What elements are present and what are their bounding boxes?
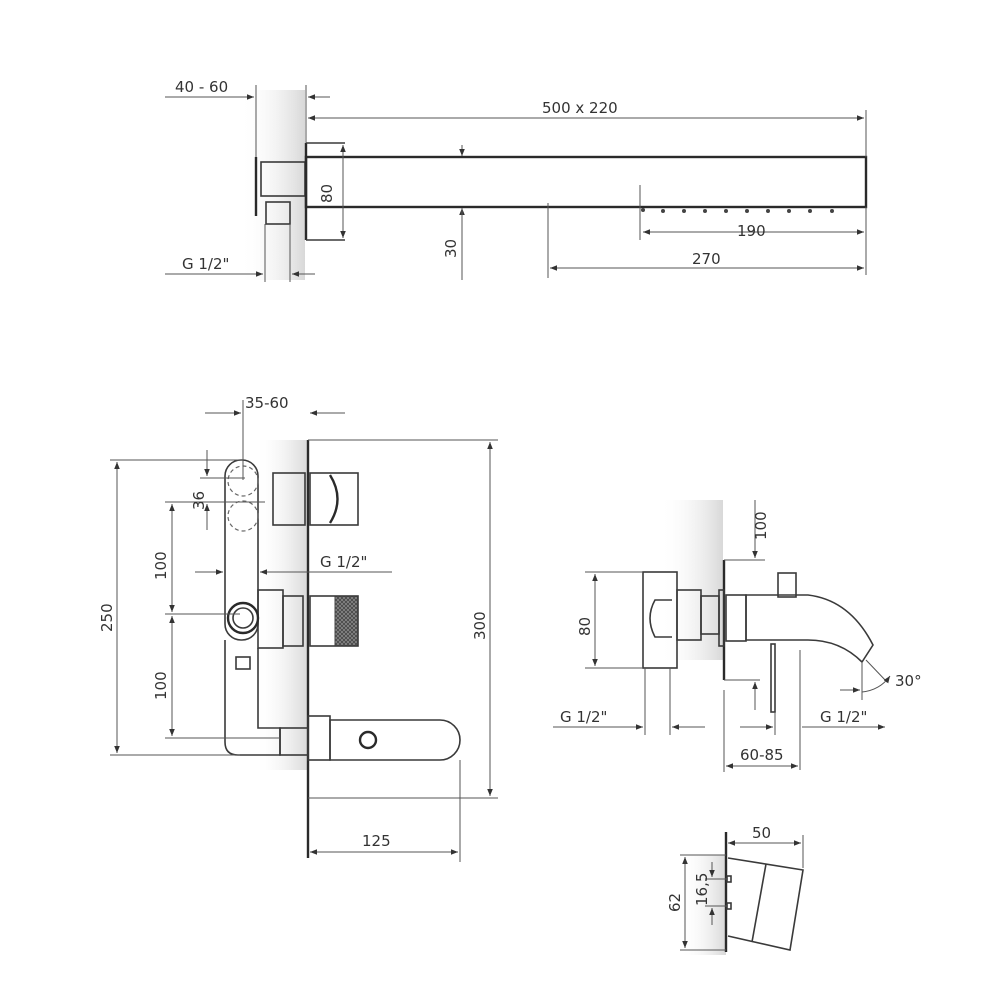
shower-arm-view: 40 - 60 500 x 220 80 30 190 270 G 1/2"	[165, 78, 868, 282]
upper-knob[interactable]	[309, 472, 359, 526]
concealed-mixer-view: 35-60 36 100 100 250 300 G 1/2" 125	[98, 394, 498, 862]
upper-cartridge	[272, 472, 306, 526]
nozzles	[641, 208, 834, 213]
dim-width: 50	[752, 824, 771, 842]
inlet-circle	[226, 601, 260, 635]
dim-total-height: 250	[98, 603, 116, 632]
dim-thread: G 1/2"	[320, 553, 367, 571]
dim-pitch: 36	[190, 491, 208, 510]
dim-spout-length: 125	[362, 832, 391, 850]
dim-arm-size: 500 x 220	[542, 99, 618, 117]
shower-arm	[304, 155, 868, 209]
diverter-knob[interactable]	[777, 572, 797, 598]
dim-upper-spacing: 100	[152, 551, 170, 580]
wall-shading	[255, 440, 308, 770]
dim-thread: G 1/2"	[182, 255, 229, 273]
dim-thread-right: G 1/2"	[820, 708, 867, 726]
dim-arm-thickness: 30	[442, 239, 460, 258]
shower-holder	[727, 857, 804, 951]
dim-inlet-offset: 270	[692, 250, 721, 268]
inlet-block	[265, 201, 291, 225]
bath-spout	[745, 594, 874, 664]
dim-height: 62	[666, 893, 684, 912]
spout-outlet	[358, 730, 378, 750]
holder-view: 50 62 16,5	[666, 824, 804, 955]
knurled-knob[interactable]	[334, 595, 359, 647]
wall-shading	[240, 90, 305, 280]
dim-depth: 35-60	[245, 394, 289, 412]
bath-spout	[329, 719, 461, 761]
dim-wall-depth: 40 - 60	[175, 78, 228, 96]
dim-flange-height: 80	[318, 184, 336, 203]
dim-lower-spacing: 100	[152, 671, 170, 700]
dim-thread-left: G 1/2"	[560, 708, 607, 726]
bath-mixer-view: 100 80 G 1/2" G 1/2" 60-85 30°	[553, 500, 922, 772]
wall-shading	[660, 500, 723, 660]
dim-hole-spacing: 16,5	[693, 873, 711, 906]
dim-body-height: 80	[576, 617, 594, 636]
dim-offset: 100	[752, 511, 770, 540]
mixer-knob[interactable]	[309, 595, 359, 647]
shower-outlet-pipe	[770, 643, 776, 713]
dim-projection: 60-85	[740, 746, 784, 764]
spout-flange	[307, 715, 331, 761]
dim-plate-height: 300	[471, 611, 489, 640]
dim-angle: 30°	[895, 672, 922, 690]
dim-nozzle-span: 190	[737, 222, 766, 240]
